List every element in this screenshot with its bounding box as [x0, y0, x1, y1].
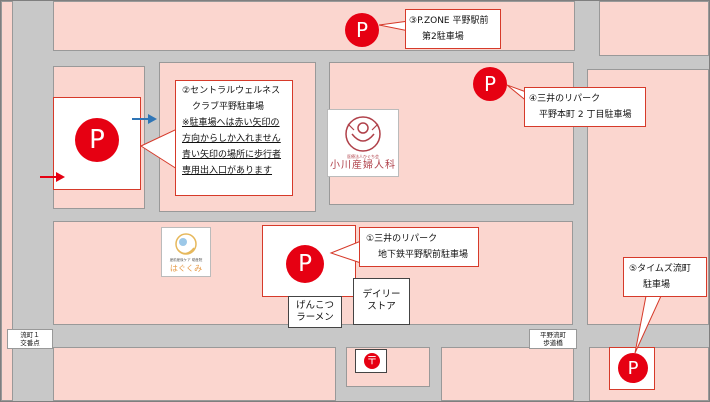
intersection-nagare: 流町１ 交番点: [7, 329, 53, 349]
pzone-name-2: 第2駐車場: [422, 32, 464, 42]
block-bottom-mid: [441, 347, 574, 401]
entry-arrow-red: [40, 172, 65, 182]
genkotsu-label-1: げんこつ: [295, 300, 334, 311]
clinic-logo-icon: [345, 116, 381, 152]
nagare-line2: 交番点: [20, 339, 40, 347]
hagukumi-name: はぐくみ: [169, 264, 203, 273]
daily-label-1: デイリー: [362, 289, 401, 300]
clinic-name: 小川産婦人科: [330, 160, 396, 171]
mitsui-honmachi-name: ④三井のリパーク: [529, 94, 601, 104]
times-leader: [634, 295, 662, 354]
callout-times: ⑤タイムズ流町 駐車場: [623, 257, 707, 297]
hagukumi-subtitle-1: 産前産後ケア: [169, 258, 191, 262]
mitsui-station-name: ①三井のリパーク: [366, 234, 438, 244]
intersection-hirano: 平野流町 歩道橋: [529, 329, 577, 349]
genkotsu-label-2: ラーメン: [296, 312, 334, 323]
parking-pin-central[interactable]: P: [75, 118, 119, 162]
parking-pin-mitsui-station[interactable]: P: [286, 245, 324, 283]
hagukumi-logo-icon: [175, 233, 197, 255]
callout-mitsui-station: ①三井のリパーク 地下鉄平野駅前駐車場: [359, 227, 479, 267]
block-top-left: [1, 1, 13, 401]
clinic-sign: 医療法人ひぐち会 小川産婦人科: [327, 109, 399, 177]
post-office-icon: 〒: [364, 353, 380, 369]
pzone-name: ③P.ZONE 平野駅前: [409, 16, 489, 26]
central-name-2: クラブ平野駐車場: [192, 102, 265, 112]
times-name-2: 駐車場: [643, 280, 671, 290]
callout-pzone: ③P.ZONE 平野駅前 第2駐車場: [405, 9, 501, 49]
central-note-1: ※駐車場へは赤い矢印の: [182, 118, 280, 128]
central-note-4: 専用出入口があります: [182, 166, 273, 176]
parking-pin-times[interactable]: P: [618, 353, 648, 383]
times-name: ⑤タイムズ流町: [629, 264, 691, 274]
clinic-subtitle: 医療法人ひぐち会: [347, 154, 379, 159]
block-bottom-left: [53, 347, 336, 401]
mitsui-station-leader: [329, 240, 362, 264]
central-leader: [139, 128, 178, 170]
mitsui-honmachi-name-2: 平野本町 2 丁目駐車場: [539, 110, 632, 120]
central-note-3: 青い矢印の場所に歩行者: [182, 150, 282, 160]
hirano-line2: 歩道橋: [543, 339, 563, 347]
pedestrian-arrow-blue: [132, 114, 157, 124]
daily-store: デイリー ストア: [353, 278, 410, 325]
hirano-line1: 平野流町: [540, 331, 566, 339]
parking-pin-pzone[interactable]: P: [345, 13, 379, 47]
daily-label-2: ストア: [367, 301, 396, 312]
central-note-2: 方向からしか入れません: [182, 134, 281, 144]
post-office: 〒: [355, 349, 387, 373]
callout-mitsui-honmachi: ④三井のリパーク 平野本町 2 丁目駐車場: [524, 87, 646, 127]
callout-central: ②セントラルウェルネス クラブ平野駐車場 ※駐車場へは赤い矢印の 方向からしか入…: [175, 80, 293, 196]
hagukumi-subtitle-2: 助産院: [191, 258, 203, 262]
hagukumi-subtitle: 産前産後ケア 助産院: [162, 258, 210, 262]
hagukumi-sign: 産前産後ケア 助産院 はぐくみ: [161, 227, 211, 277]
central-name: ②セントラルウェルネス: [182, 86, 281, 96]
nagare-line1: 流町１: [20, 331, 40, 339]
block-top-right: [599, 1, 709, 56]
genkotsu-ramen: げんこつ ラーメン: [288, 296, 342, 328]
mitsui-station-name-2: 地下鉄平野駅前駐車場: [378, 250, 469, 260]
parking-pin-mitsui-honmachi[interactable]: P: [473, 67, 507, 101]
